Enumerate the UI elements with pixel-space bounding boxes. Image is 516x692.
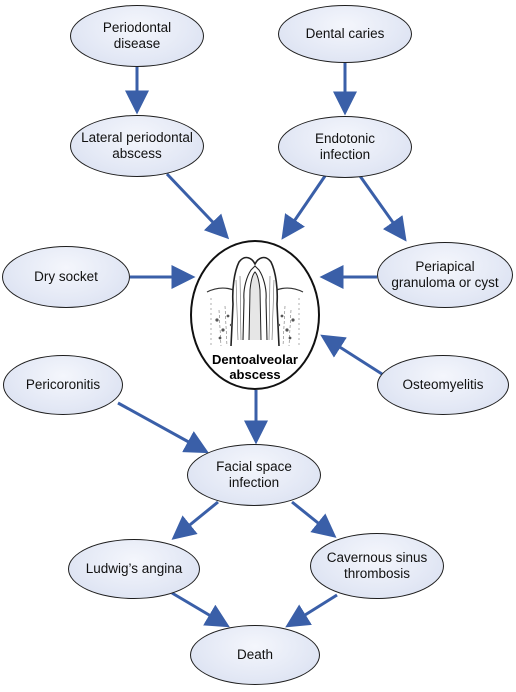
- node-dental-caries: Dental caries: [278, 5, 412, 63]
- node-periodontal-disease: Periodontal disease: [70, 5, 204, 67]
- arrow-ludwigs-to-death: [171, 591, 230, 628]
- node-lateral-periodontal-abscess: Lateral periodontal abscess: [70, 115, 204, 177]
- node-dry-socket: Dry socket: [2, 246, 130, 308]
- arrow-endotonic-to-abscess: [281, 175, 327, 240]
- arrow-osteomyelitis-to-abscess: [320, 334, 383, 376]
- arrow-pericoronitis-to-facial: [117, 401, 209, 454]
- arrow-facial-to-ludwigs: [171, 500, 219, 540]
- arrow-cavernous-to-death: [285, 593, 338, 628]
- node-pericoronitis: Pericoronitis: [3, 355, 123, 415]
- node-death: Death: [190, 625, 320, 685]
- tooth-cross-section-icon: [206, 256, 304, 347]
- arrow-facial-to-cavernous: [291, 500, 337, 538]
- arrow-lateral-to-abscess: [165, 172, 230, 240]
- node-facial-space-infection: Facial space infection: [187, 444, 321, 506]
- arrow-endotonic-to-periapical: [358, 175, 407, 242]
- node-osteomyelitis: Osteomyelitis: [377, 355, 509, 415]
- node-cavernous-sinus-thrombosis: Cavernous sinus thrombosis: [310, 533, 444, 599]
- node-endotonic-infection: Endotonic infection: [278, 116, 412, 178]
- node-dentoalveolar-abscess-label: Dentoalveolar abscess: [212, 352, 298, 382]
- node-periapical-granuloma-or-cyst: Periapical granuloma or cyst: [377, 242, 513, 308]
- node-ludwigs-angina: Ludwig’s angina: [68, 539, 200, 599]
